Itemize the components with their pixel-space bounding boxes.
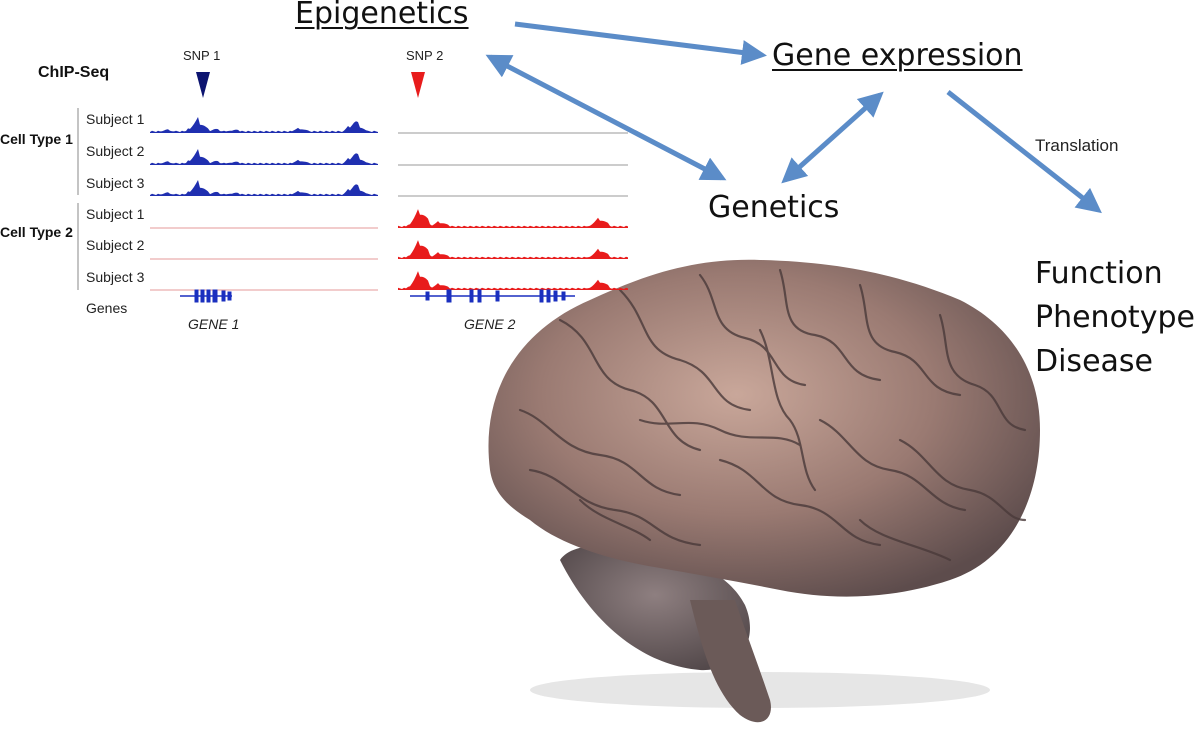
genetics-label: Genetics — [708, 190, 840, 225]
cerebrum — [488, 259, 1040, 597]
translation-label: Translation — [1035, 136, 1119, 155]
brain-image — [488, 259, 1040, 723]
cell-type-1-label: Cell Type 1 — [0, 131, 73, 147]
cell-type-2-label: Cell Type 2 — [0, 224, 73, 240]
outcome-phenotype: Phenotype — [1035, 300, 1195, 335]
arrow-gene-expression-to-function — [946, 90, 1102, 214]
ct1-subject-3-label: Subject 3 — [86, 175, 145, 191]
gene-1-model — [180, 289, 232, 303]
snp1-marker — [196, 72, 210, 98]
chipseq-title: ChIP-Seq — [38, 64, 110, 81]
genes-label: Genes — [86, 300, 128, 316]
gene-2-label: GENE 2 — [464, 316, 516, 332]
gene-2-model — [410, 289, 575, 303]
signal-tracks — [150, 117, 628, 291]
cell-type-2-signal-gene-2 — [398, 271, 628, 290]
gene-expression-label: Gene expression — [772, 38, 1023, 73]
gene-1-label: GENE 1 — [188, 316, 240, 332]
snp2-marker — [411, 72, 425, 98]
epigenetics-label: Epigenetics — [295, 0, 469, 31]
snp1-label: SNP 1 — [183, 48, 221, 63]
chipseq-figure — [77, 72, 628, 303]
cell-type-2-signal-gene-2 — [398, 209, 628, 228]
cell-type-2-signal-gene-2 — [398, 240, 628, 259]
snp2-label: SNP 2 — [406, 48, 444, 63]
ct1-subject-1-label: Subject 1 — [86, 111, 145, 127]
cell-type-1-signal-gene-1 — [150, 180, 378, 196]
cell-type-1-signal-gene-1 — [150, 149, 378, 165]
brain-gyri — [518, 268, 1027, 562]
outcomes-list: Function Phenotype Disease — [1035, 252, 1195, 384]
ct1-subject-2-label: Subject 2 — [86, 143, 145, 159]
arrow-epigenetics-to-gene-expression — [514, 21, 767, 65]
ct2-subject-2-label: Subject 2 — [86, 237, 145, 253]
outcome-function: Function — [1035, 256, 1163, 291]
outcome-disease: Disease — [1035, 344, 1153, 379]
cell-type-1-signal-gene-1 — [150, 117, 378, 133]
ct2-subject-3-label: Subject 3 — [86, 269, 145, 285]
arrow-epigenetics-genetics — [485, 54, 727, 181]
arrow-genetics-gene-expression — [781, 91, 884, 184]
ct2-subject-1-label: Subject 1 — [86, 206, 145, 222]
brainstem — [690, 600, 771, 723]
relationship-arrows — [485, 21, 1102, 214]
